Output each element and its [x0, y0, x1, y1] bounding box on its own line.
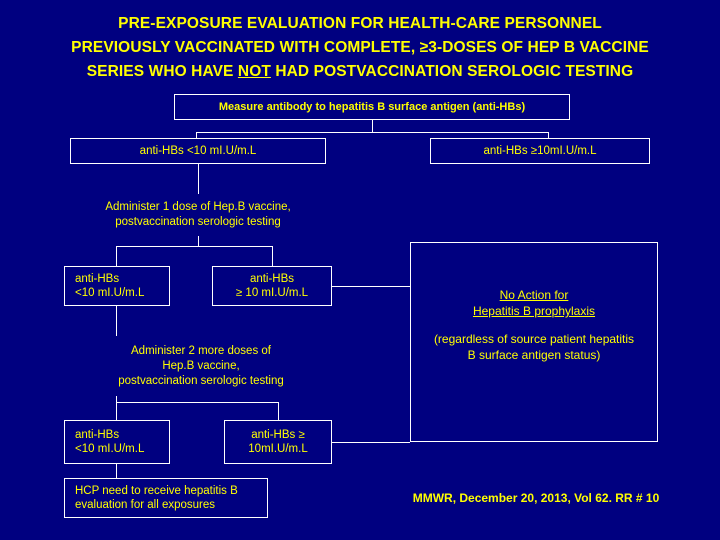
node-measure-antibody: Measure antibody to hepatitis B surface … — [174, 94, 570, 120]
node-anti-hbs-high-3: anti-HBs ≥ 10mI.U/m.L — [224, 420, 332, 464]
connector-admin2-right-down — [278, 402, 279, 420]
connector-low2-to-admin2 — [116, 306, 117, 336]
no-action-line-3: (regardless of source patient hepatitis … — [433, 332, 635, 362]
connector-low3-to-hcp — [116, 464, 117, 478]
title-line-2: PREVIOUSLY VACCINATED WITH COMPLETE, ≥3-… — [71, 39, 649, 56]
connector-low1-to-admin1 — [198, 164, 199, 194]
footer-citation: MMWR, December 20, 2013, Vol 62. RR # 10 — [412, 491, 660, 505]
connector-admin1-down — [198, 236, 199, 246]
connector-admin1-split — [116, 246, 272, 247]
no-action-line-1: No Action for — [499, 288, 569, 302]
node-administer-1-dose: Administer 1 dose of Hep.B vaccine, post… — [105, 201, 291, 228]
title-line-3-underlined: NOT — [237, 63, 271, 80]
node-anti-hbs-high-2: anti-HBs ≥ 10 mI.U/m.L — [212, 266, 332, 306]
connector-admin1-left-down — [116, 246, 117, 266]
connector-left-down — [196, 132, 197, 138]
connector-measure-down — [372, 120, 373, 132]
node-anti-hbs-low-1: anti-HBs <10 mI.U/m.L — [70, 138, 326, 164]
title-line-3: SERIES WHO HAVE NOT HAD POSTVACCINATION … — [0, 60, 720, 84]
connector-right-down — [548, 132, 549, 138]
node-anti-hbs-low-2: anti-HBs <10 mI.U/m.L — [64, 266, 170, 306]
node-anti-hbs-low-3: anti-HBs <10 mI.U/m.L — [64, 420, 170, 464]
page-title: PRE-EXPOSURE EVALUATION FOR HEALTH-CARE … — [0, 12, 720, 84]
connector-high2-to-noaction — [332, 286, 410, 287]
title-line-1: PRE-EXPOSURE EVALUATION FOR HEALTH-CARE … — [118, 15, 602, 32]
title-line-3-part-b: HAD POSTVACCINATION SEROLOGIC TESTING — [270, 63, 634, 80]
connector-measure-split — [196, 132, 549, 133]
node-hcp-evaluation: HCP need to receive hepatitis B evaluati… — [64, 478, 268, 518]
node-administer-2-doses: Administer 2 more doses of Hep.B vaccine… — [118, 344, 284, 387]
connector-admin2-left-down — [116, 402, 117, 420]
title-line-3-part-a: SERIES WHO HAVE — [86, 63, 238, 80]
connector-high3-to-noaction — [332, 442, 410, 443]
connector-admin2-split — [116, 402, 278, 403]
connector-admin1-right-down — [272, 246, 273, 266]
connector-admin2-down — [116, 396, 117, 402]
no-action-line-2: Hepatitis B prophylaxis — [472, 304, 596, 318]
node-anti-hbs-high: anti-HBs ≥10mI.U/m.L — [430, 138, 650, 164]
node-no-action: No Action for Hepatitis B prophylaxis (r… — [410, 242, 658, 442]
